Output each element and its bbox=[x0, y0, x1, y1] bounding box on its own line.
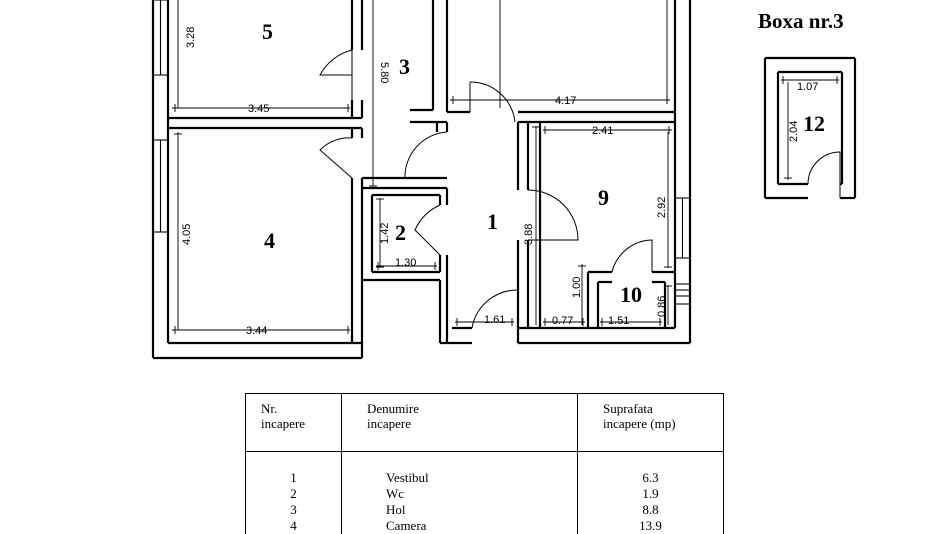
cell-name: Vestibul bbox=[341, 451, 578, 486]
room-area-table: Nr. incapere Denumire incapere Suprafata… bbox=[245, 393, 724, 534]
header-name-line1: Denumire bbox=[367, 401, 419, 416]
interior-walls bbox=[168, 0, 675, 343]
room-number-3: 3 bbox=[399, 54, 410, 79]
cell-name: Camera bbox=[341, 518, 578, 534]
table-row: 2 Wc 1.9 bbox=[245, 486, 724, 502]
header-name: Denumire incapere bbox=[341, 393, 578, 452]
dim-label: 2.41 bbox=[592, 125, 613, 137]
dim-label: 4.05 bbox=[181, 224, 193, 245]
storage-title: Boxa nr.3 bbox=[758, 9, 844, 33]
table-row: 4 Camera 13.9 bbox=[245, 518, 724, 534]
cell-name: Hol bbox=[341, 502, 578, 518]
room-number-2: 2 bbox=[395, 220, 406, 245]
dim-label: 2.04 bbox=[788, 121, 800, 142]
dim-label: 1.51 bbox=[608, 315, 629, 327]
header-nr-line2: incapere bbox=[261, 416, 306, 431]
header-area-line2: incapere (mp) bbox=[603, 416, 676, 431]
dimension-labels: 3.28 3.45 5.80 4.17 2.41 4.05 1.42 1.30 … bbox=[181, 27, 668, 337]
room-number-4: 4 bbox=[264, 228, 275, 253]
dim-label: 1.42 bbox=[379, 223, 391, 244]
dim-label: 3.44 bbox=[246, 325, 267, 337]
cell-area: 1.9 bbox=[577, 486, 724, 502]
room-numbers: 5 3 1 2 4 9 10 bbox=[262, 19, 642, 307]
room-number-5: 5 bbox=[262, 19, 273, 44]
dim-label: 1.00 bbox=[571, 277, 583, 298]
doors bbox=[319, 49, 653, 329]
table-header-row: Nr. incapere Denumire incapere Suprafata… bbox=[245, 393, 724, 452]
dim-label: 2.92 bbox=[656, 197, 668, 218]
dim-label: 4.17 bbox=[555, 95, 576, 107]
cell-area: 13.9 bbox=[577, 518, 724, 534]
header-name-line2: incapere bbox=[367, 416, 412, 431]
cell-nr: 2 bbox=[245, 486, 342, 502]
dim-label: 1.07 bbox=[797, 81, 818, 93]
cell-nr: 3 bbox=[245, 502, 342, 518]
header-nr-line1: Nr. bbox=[261, 401, 278, 416]
dim-label: 0.77 bbox=[552, 315, 573, 327]
dim-label: 5.80 bbox=[378, 62, 390, 83]
dimension-lines bbox=[172, 0, 672, 334]
header-area-line1: Suprafata bbox=[603, 401, 653, 416]
header-nr: Nr. incapere bbox=[245, 393, 342, 452]
cell-nr: 4 bbox=[245, 518, 342, 534]
windows-left bbox=[152, 0, 169, 233]
header-area: Suprafata incapere (mp) bbox=[577, 393, 724, 452]
cell-name: Wc bbox=[341, 486, 578, 502]
dim-label: 3.28 bbox=[185, 27, 197, 48]
room-number-12: 12 bbox=[803, 111, 825, 136]
dim-label: 3.88 bbox=[523, 224, 535, 245]
dim-label: 1.61 bbox=[484, 314, 505, 326]
table-row: 3 Hol 8.8 bbox=[245, 502, 724, 518]
dim-label: 0.86 bbox=[656, 296, 668, 317]
room-number-10: 10 bbox=[620, 282, 642, 307]
dim-label: 1.30 bbox=[395, 257, 416, 269]
room-number-9: 9 bbox=[598, 185, 609, 210]
cell-area: 8.8 bbox=[577, 502, 724, 518]
cell-area: 6.3 bbox=[577, 451, 724, 486]
cell-nr: 1 bbox=[245, 451, 342, 486]
dim-label: 3.45 bbox=[248, 103, 269, 115]
table-row: 1 Vestibul 6.3 bbox=[245, 451, 724, 486]
window-right bbox=[674, 197, 691, 305]
room-number-1: 1 bbox=[487, 209, 498, 234]
storage-box: Boxa nr.3 1.07 2.04 12 bbox=[758, 9, 857, 200]
